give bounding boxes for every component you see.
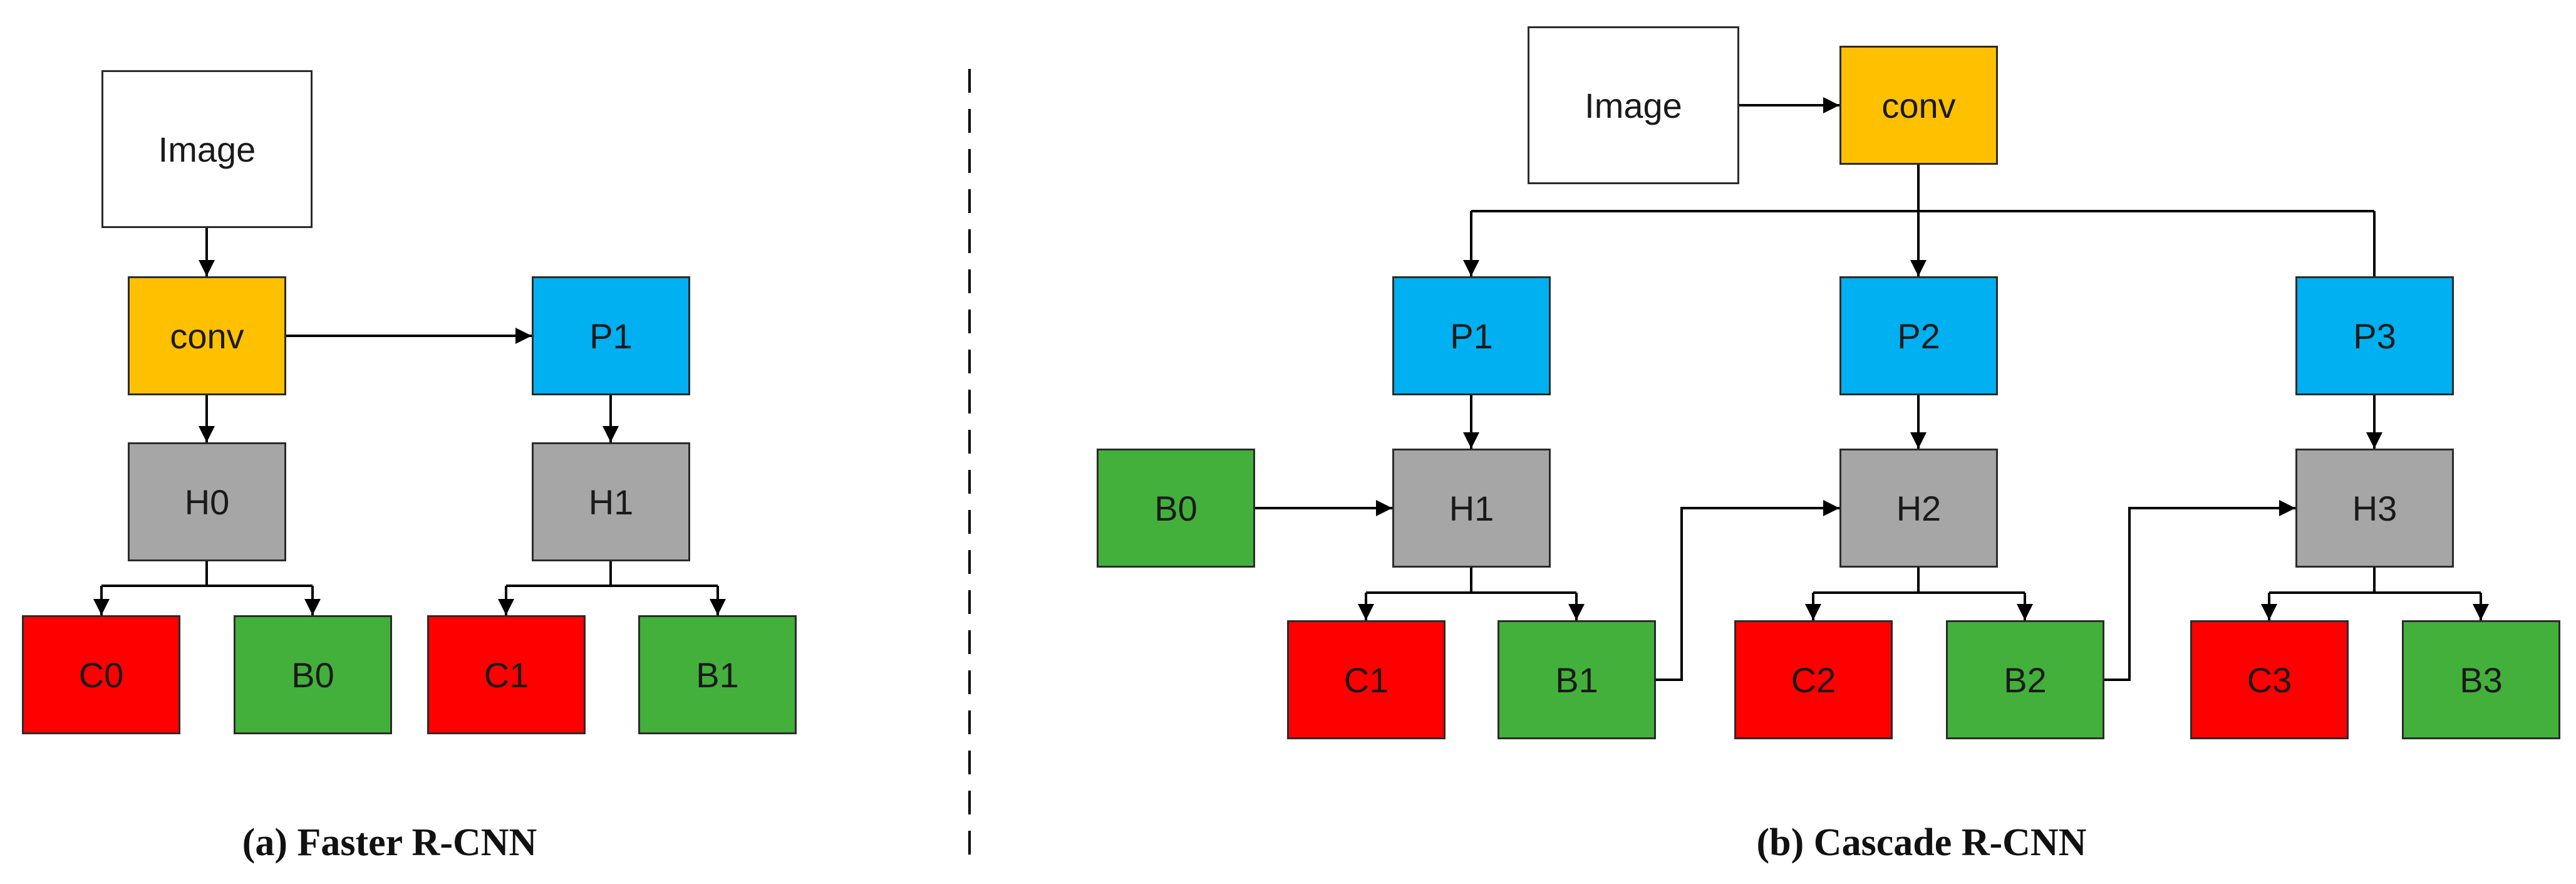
b-p2-node: P2 (1839, 276, 1998, 395)
b-b1-to-h2-arrowhead (1823, 500, 1839, 516)
b-c1-node: C1 (1287, 620, 1446, 739)
a-conv-to-p1-arrowhead (515, 328, 532, 344)
a-h0-node: H0 (128, 442, 286, 561)
a-p1-node: P1 (532, 276, 690, 395)
b-conv-to-p1-arrowhead (1463, 260, 1479, 276)
a-c0-node: C0 (22, 615, 180, 734)
a-b0-node: B0 (234, 615, 392, 734)
b-b3-node: B3 (2402, 620, 2560, 739)
b-image-node: Image (1528, 26, 1739, 184)
b-c3-node: C3 (2190, 620, 2349, 739)
b-h2-to-class-arrowhead (1805, 604, 1821, 620)
a-image-node: Image (101, 70, 313, 228)
a-h1-to-c1-arrowhead (498, 599, 514, 615)
a-c1-node: C1 (427, 615, 586, 734)
a-conv-node: conv (128, 276, 286, 395)
b-p3-to-h3-arrowhead (2366, 432, 2382, 449)
b-conv-node: conv (1839, 46, 1998, 165)
b-p3-node: P3 (2295, 276, 2454, 395)
b-h2-node: H2 (1839, 449, 1998, 568)
b-h1-to-box-arrowhead (1568, 604, 1585, 620)
a-caption: (a) Faster R-CNN (242, 821, 537, 864)
b-h2-to-box-arrowhead (2017, 604, 2033, 620)
b-b2-to-h3-line (2104, 507, 2295, 681)
b-b2-node: B2 (1946, 620, 2104, 739)
b-image-to-conv-arrowhead (1823, 97, 1839, 113)
a-h1-node: H1 (532, 442, 690, 561)
b-p2-to-h2-arrowhead (1910, 432, 1927, 449)
a-h0-to-c0-arrowhead (93, 599, 110, 615)
b-p1-to-h1-arrowhead (1463, 432, 1479, 449)
b-h3-to-class-arrowhead (2261, 604, 2277, 620)
b-h1-node: H1 (1392, 449, 1551, 568)
a-image-to-conv-arrowhead (199, 260, 215, 276)
b-h3-node: H3 (2295, 449, 2454, 568)
b-b1-node: B1 (1497, 620, 1656, 739)
b-c2-node: C2 (1734, 620, 1893, 739)
b-h1-to-class-arrowhead (1358, 604, 1374, 620)
b-caption: (b) Cascade R-CNN (1756, 821, 2087, 864)
b-p1-node: P1 (1392, 276, 1551, 395)
b-h3-to-box-arrowhead (2473, 604, 2489, 620)
a-b1-node: B1 (638, 615, 797, 734)
b-b0-node: B0 (1097, 449, 1255, 568)
b-b0-to-h1-arrowhead (1376, 500, 1392, 516)
b-conv-to-p2-arrowhead (1910, 260, 1927, 276)
a-p1-to-h1-arrowhead (603, 426, 619, 442)
a-h1-to-b1-arrowhead (710, 599, 726, 615)
b-b2-to-h3-arrowhead (2279, 500, 2295, 516)
b-b1-to-h2-line (1656, 507, 1839, 681)
a-h0-to-b0-arrowhead (304, 599, 321, 615)
a-conv-to-h0-arrowhead (199, 426, 215, 442)
